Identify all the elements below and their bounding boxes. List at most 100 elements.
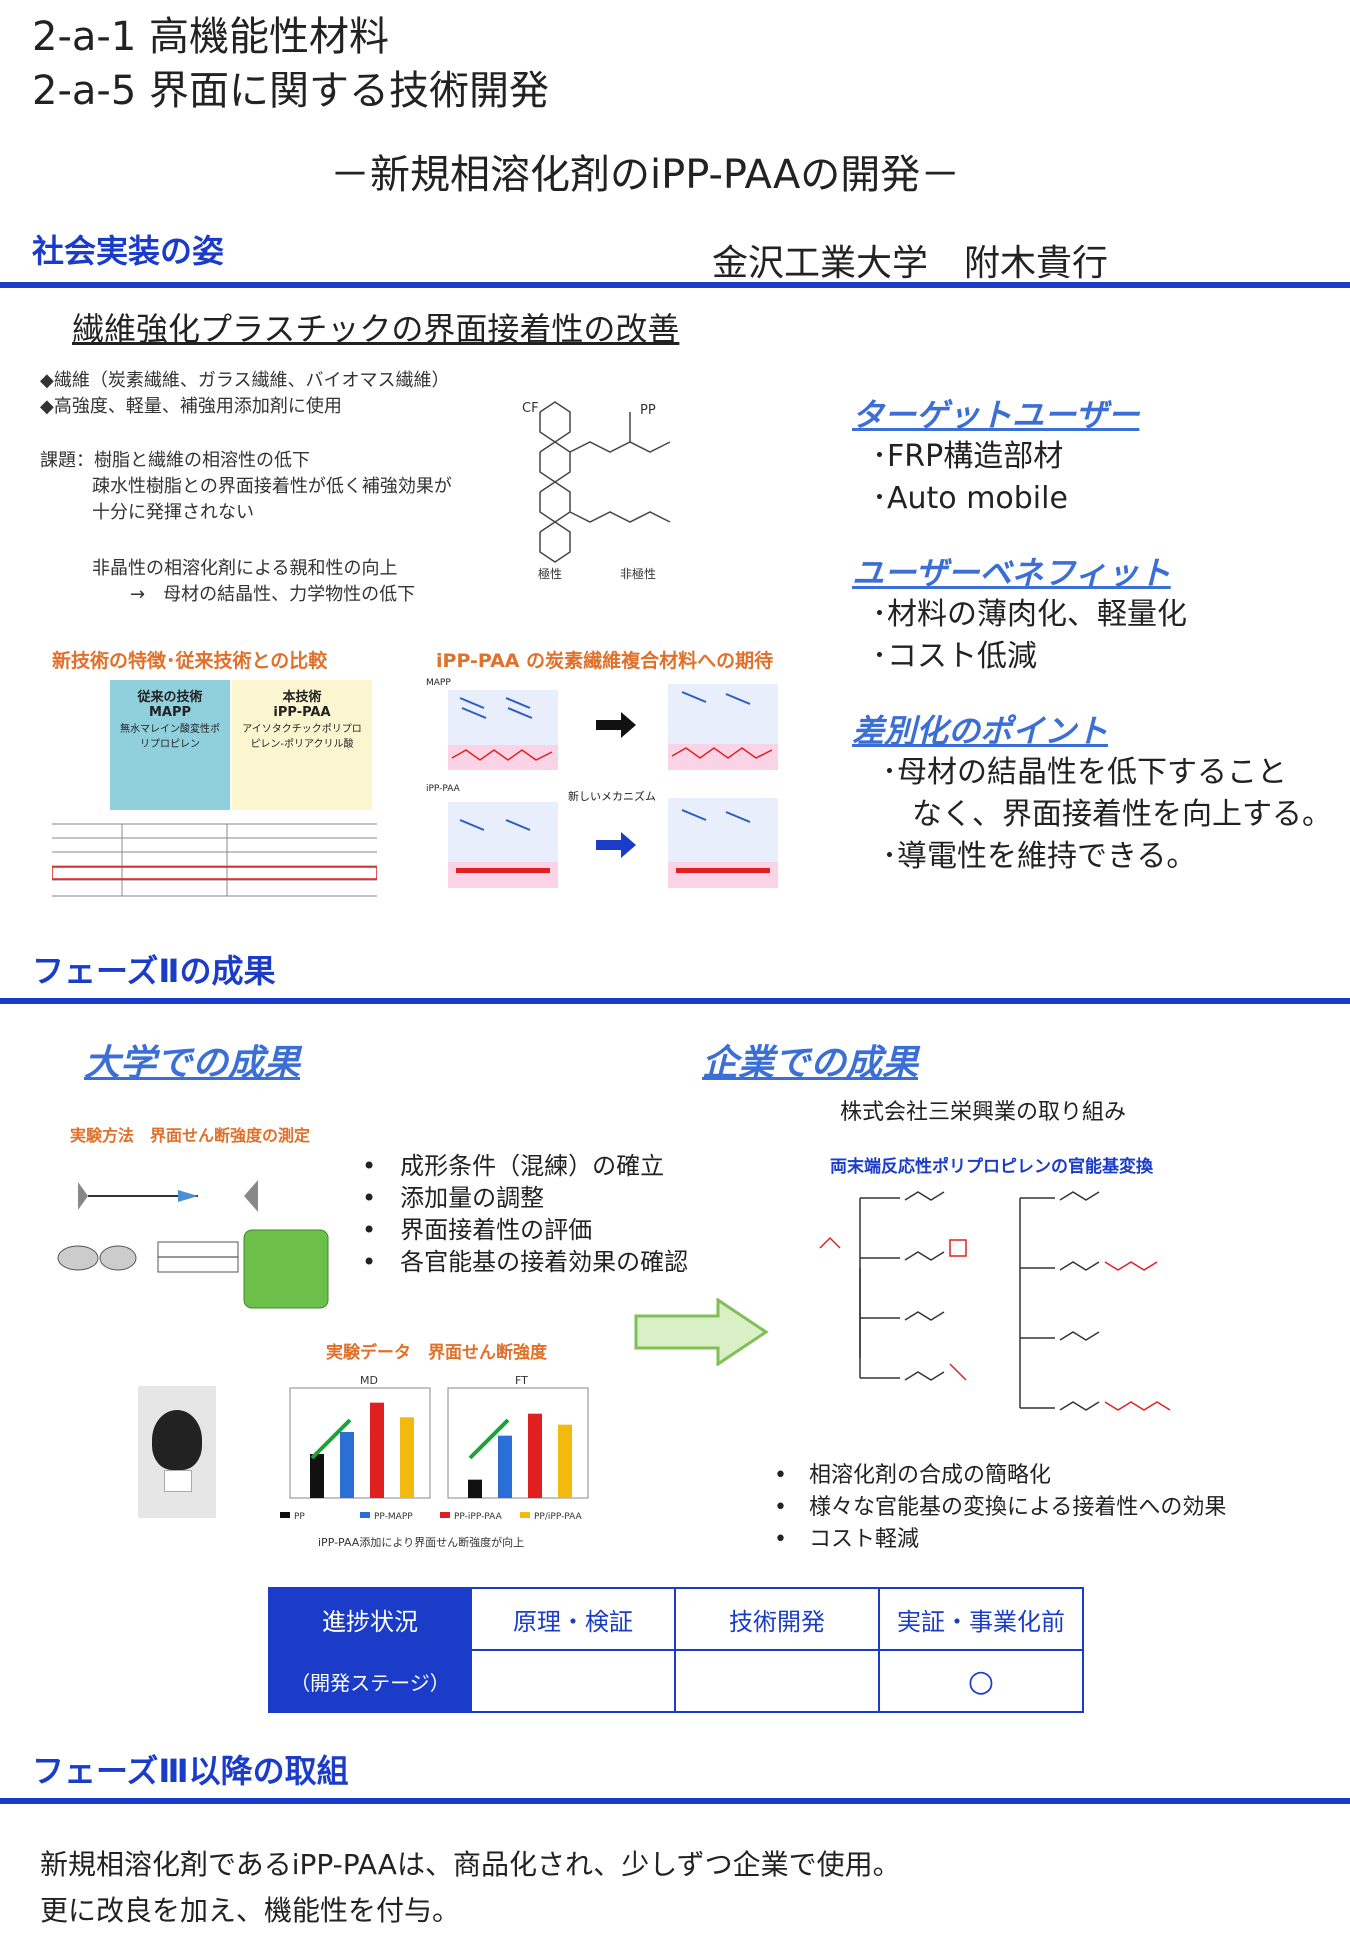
- univ-heading: 大学での成果: [84, 1043, 301, 1084]
- footer-line: 更に改良を加え、機能性を付与。: [40, 1894, 461, 1927]
- mechanism-caption: 新しいメカニズム: [568, 790, 656, 803]
- struct-label-pp: PP: [640, 403, 656, 418]
- legend-swatch: [360, 1512, 370, 1518]
- stage-label: 実証・事業化前: [878, 1587, 1084, 1651]
- heading-line1: 2-a-1 高機能性材料: [32, 14, 389, 60]
- list-item: • 相溶化剤の合成の簡略化: [774, 1463, 1051, 1488]
- mechanism-diagram: [448, 684, 778, 888]
- sidebar-head-benefit: ユーザーベネフィット: [852, 554, 1171, 592]
- legend-swatch: [280, 1512, 290, 1518]
- list-item: • コスト軽減: [774, 1527, 919, 1552]
- subsection-heading: 繊維強化プラスチックの界面接着性の改善: [72, 310, 680, 348]
- mechanism-figure: MAPP iPP-PAA 新しいメカニズム: [426, 678, 786, 902]
- mapp-panel: 従来の技術 MAPP 無水マレイン酸変性ポリプロピレン: [110, 680, 230, 810]
- divider: [0, 282, 1350, 288]
- progress-table: 進捗状況 原理・検証 技術開発 実証・事業化前 （開発ステージ） ○: [268, 1587, 1084, 1713]
- bar-md-1: [340, 1432, 354, 1498]
- author: 金沢工業大学 附木貴行: [712, 243, 1109, 284]
- list-item: • 添加量の調整: [362, 1184, 545, 1212]
- progress-head: 進捗状況: [268, 1587, 472, 1651]
- ipp-label: iPP-PAA: [273, 705, 331, 720]
- footer-line: 新規相溶化剤であるiPP-PAAは、商品化され、少しずつ企業で使用。: [40, 1848, 901, 1881]
- list-item: • 界面接着性の評価: [362, 1216, 593, 1244]
- bar-md-3: [400, 1417, 414, 1498]
- sidebar-item: ･FRP構造部材: [872, 439, 1064, 474]
- list-item: • 様々な官能基の変換による接着性への効果: [774, 1495, 1227, 1520]
- bar-md-0: [310, 1454, 324, 1498]
- mapp-tag: MAPP: [426, 678, 451, 688]
- sidebar-item: なく、界面接着性を向上する。: [882, 797, 1332, 832]
- list-item: • 各官能基の接着効果の確認: [362, 1248, 689, 1276]
- col-label: 本技術: [282, 690, 322, 705]
- company-heading: 企業での成果: [702, 1043, 919, 1084]
- col-label: 従来の技術: [137, 690, 203, 705]
- stage-mark: [674, 1649, 880, 1713]
- struct-label-nonpolar: 非極性: [620, 566, 656, 581]
- bar-ft-3: [558, 1424, 572, 1498]
- note-line: 非晶性の相溶化剤による親和性の向上: [92, 558, 398, 579]
- comparison-figure: 従来の技術 MAPP 無水マレイン酸変性ポリプロピレン 本技術 iPP-PAA …: [52, 680, 377, 900]
- struct-label-polar: 極性: [538, 566, 562, 581]
- heading-line2: 2-a-5 界面に関する技術開発: [32, 68, 549, 114]
- sidebar-head-diff: 差別化のポイント: [852, 712, 1109, 750]
- trend-arrow: [310, 1418, 352, 1460]
- sidebar-item: ･材料の薄肉化、軽量化: [872, 597, 1187, 632]
- sidebar-item: ･Auto mobile: [872, 481, 1068, 516]
- company-subtitle: 株式会社三栄興業の取り組み: [840, 1100, 1127, 1125]
- conversion-diagram: [819, 1191, 1171, 1411]
- bullet-item: ◆高強度、軽量、補強用添加剤に使用: [40, 396, 342, 417]
- sidebar: ターゲットユーザー ･FRP構造部材 ･Auto mobile ユーザーベネフィ…: [852, 390, 1332, 878]
- bullet-item: ◆繊維（炭素繊維、ガラス繊維、バイオマス繊維）: [40, 370, 450, 391]
- stage-label: 技術開発: [674, 1587, 880, 1651]
- bar-ft-0: [468, 1479, 482, 1498]
- bar-ft-2: [528, 1413, 542, 1498]
- ipp-panel: 本技術 iPP-PAA アイソタクチックポリプロピレン-ポリアクリル酸: [232, 680, 372, 810]
- figure-title-comparison: 新技術の特徴･従来技術との比較: [52, 650, 328, 672]
- ipp-tag: iPP-PAA: [426, 784, 460, 794]
- stage-label: 原理・検証: [470, 1587, 676, 1651]
- ipp-desc: アイソタクチックポリプロピレン-ポリアクリル酸: [242, 724, 362, 750]
- bar-md-2: [370, 1402, 384, 1498]
- chart-caption: iPP-PAA添加により界面せん断強度が向上: [318, 1536, 525, 1549]
- footer-text: 新規相溶化剤であるiPP-PAAは、商品化され、少しずつ企業で使用。 更に改良を…: [40, 1842, 901, 1934]
- sidebar-item: ･導電性を維持できる。: [882, 839, 1197, 874]
- section-social: 社会実装の姿: [32, 232, 225, 270]
- list-item: • 成形条件（混練）の確立: [362, 1152, 665, 1180]
- figure-title-expectation: iPP-PAA の炭素繊維複合材料への期待: [436, 650, 774, 672]
- company-figure-title: 両末端反応性ポリプロピレンの官能基変換: [830, 1157, 1153, 1177]
- mapp-desc: 無水マレイン酸変性ポリプロピレン: [120, 724, 220, 750]
- issue-line: 課題：樹脂と繊維の相溶性の低下: [40, 450, 310, 471]
- note-line: → 母材の結晶性、力学物性の低下: [130, 584, 416, 605]
- sidebar-head-target: ターゲットユーザー: [852, 396, 1140, 434]
- issue-line: 十分に発揮されない: [92, 502, 254, 523]
- legend-label: PP: [294, 1512, 305, 1522]
- sidebar-item: ･コスト低減: [872, 639, 1037, 674]
- divider: [0, 998, 1350, 1004]
- legend-label: PP/iPP-PAA: [534, 1512, 583, 1522]
- univ-figure-title: 実験方法 界面せん断強度の測定: [70, 1126, 311, 1145]
- legend-label: PP-iPP-PAA: [454, 1512, 503, 1522]
- molecular-structure-figure: CF PP 極性 非極性: [522, 401, 671, 581]
- legend-swatch: [520, 1512, 530, 1518]
- bullet-list: ◆繊維（炭素繊維、ガラス繊維、バイオマス繊維） ◆高強度、軽量、補強用添加剤に使…: [40, 368, 449, 420]
- struct-label-cf: CF: [522, 401, 539, 416]
- divider: [0, 1798, 1350, 1804]
- note-text: 非晶性の相溶化剤による親和性の向上 → 母材の結晶性、力学物性の低下: [92, 556, 415, 608]
- legend-label: PP-MAPP: [374, 1512, 413, 1522]
- sidebar-item: ･母材の結晶性を低下すること: [882, 755, 1287, 790]
- bar-ft-1: [498, 1435, 512, 1498]
- issue-line: 疎水性樹脂との界面接着性が低く補強効果が: [92, 476, 452, 497]
- univ-bullet-list: • 成形条件（混練）の確立 • 添加量の調整 • 界面接着性の評価 • 各官能基…: [362, 1150, 688, 1278]
- pellet-photo: [138, 1386, 216, 1518]
- chart-title: 実験データ 界面せん断強度: [326, 1343, 547, 1363]
- company-bullet-list: • 相溶化剤の合成の簡略化 • 様々な官能基の変換による接着性への効果 • コス…: [774, 1460, 1226, 1556]
- progress-subhead: （開発ステージ）: [268, 1649, 472, 1713]
- section-phase3: フェーズⅢ以降の取組: [32, 1752, 349, 1790]
- method-figure: [57, 1180, 329, 1309]
- page-subtitle: －新規相溶化剤のiPP-PAAの開発－: [330, 152, 961, 198]
- chart-ft-title: FT: [515, 1374, 528, 1387]
- stage-mark: ○: [878, 1649, 1084, 1713]
- trend-arrow: [468, 1418, 510, 1460]
- mapp-label: MAPP: [148, 705, 192, 720]
